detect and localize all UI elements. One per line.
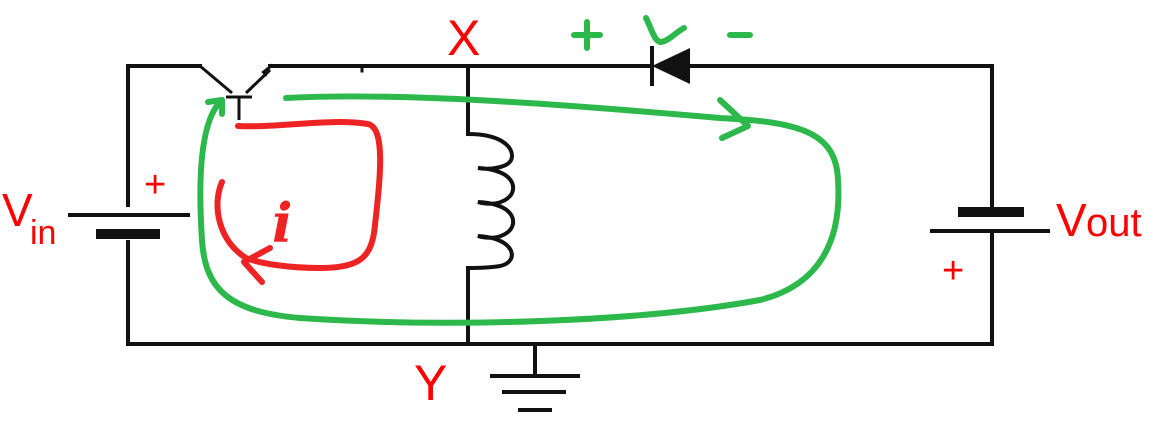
vout-battery-short-plate	[958, 207, 1024, 217]
vout-label-sub: out	[1086, 201, 1142, 245]
current-label: i	[272, 191, 293, 255]
vin-battery-short-plate	[96, 229, 160, 239]
current-loop-green	[197, 93, 842, 326]
vin-label-sub: in	[30, 214, 56, 252]
diode-triangle	[652, 48, 690, 84]
diode-v-glyph	[643, 15, 687, 46]
green-top-right-arrowhead	[717, 97, 751, 141]
node-x-label: X	[447, 10, 480, 66]
vin-battery	[68, 213, 190, 239]
vin-label-main: V	[2, 184, 33, 236]
transistor-collector	[199, 64, 233, 95]
vout-label-main: V	[1056, 194, 1087, 246]
transistor-emitter-arrow	[261, 63, 273, 77]
transistor-symbol	[199, 63, 273, 120]
circuit-wires	[126, 64, 994, 346]
node-y-label: Y	[414, 355, 447, 411]
vin-plus-label: +	[144, 164, 166, 206]
vout-battery	[930, 207, 1050, 233]
current-loop-arrowhead	[241, 245, 273, 285]
diode-symbol	[650, 46, 690, 86]
ground-symbol	[490, 346, 580, 412]
inductor-coil	[466, 132, 516, 270]
vout-plus-label: +	[942, 250, 964, 292]
green-top-left-arrowhead	[205, 97, 225, 117]
current-loop-red	[214, 119, 384, 285]
diode-voltage-annotation	[571, 15, 753, 51]
